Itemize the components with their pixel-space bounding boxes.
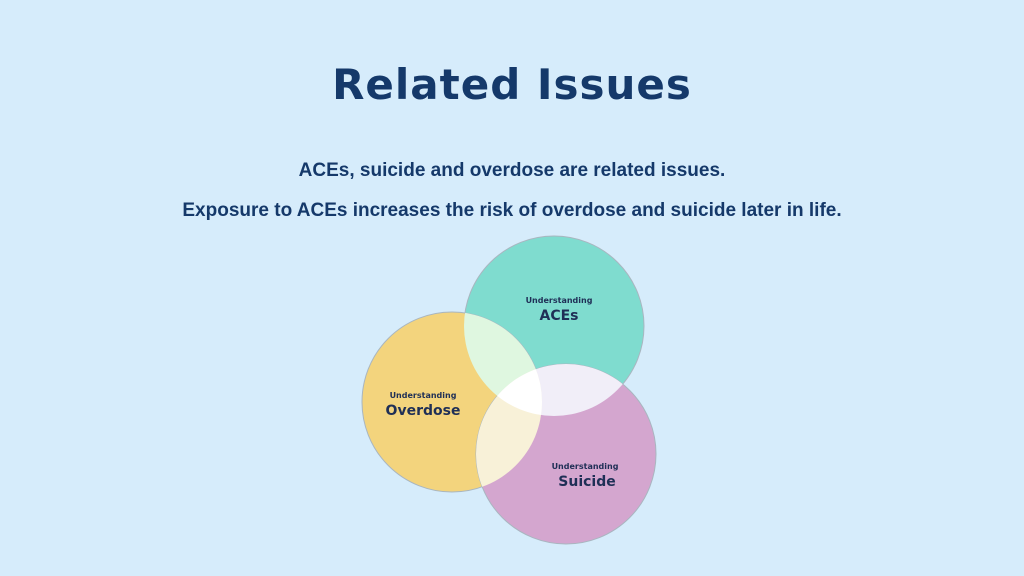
- overdose-small-label: Understanding: [390, 391, 457, 400]
- aces-big-label: ACEs: [539, 308, 578, 324]
- suicide-small-label: Understanding: [552, 462, 619, 471]
- overlap-aces-overdose: [464, 312, 542, 416]
- subtitle-line-2: Exposure to ACEs increases the risk of o…: [182, 200, 842, 221]
- aces-small-label: Understanding: [526, 296, 593, 305]
- slide-title: Related Issues: [332, 60, 692, 109]
- overlap-center: [476, 364, 542, 416]
- overdose-big-label: Overdose: [386, 403, 461, 419]
- subtitle-line-1: ACEs, suicide and overdose are related i…: [298, 160, 726, 181]
- suicide-big-label: Suicide: [558, 474, 615, 490]
